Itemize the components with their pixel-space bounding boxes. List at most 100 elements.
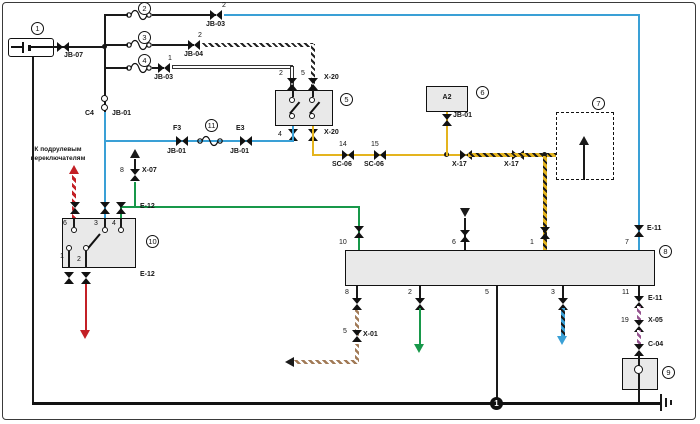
component-number-11: 11 (205, 119, 218, 132)
wire-fuse11-branch (104, 140, 294, 142)
wire-white-h (172, 65, 293, 69)
label-jb01: JB-01 (230, 148, 250, 155)
component-10-contact (73, 218, 75, 227)
connector-marker (415, 298, 425, 310)
component-5-contact (312, 90, 314, 97)
connector-marker (374, 150, 386, 160)
wire-stripe-yb-h (468, 153, 558, 157)
wire-stripe-rw (72, 175, 76, 218)
wire-a2-drop (446, 112, 448, 156)
offpage-arrow-down-icon (557, 336, 567, 345)
fuse-icon (126, 62, 152, 74)
component-7-box (556, 112, 614, 180)
connector-marker (81, 272, 91, 284)
pin-number: 5 (301, 70, 305, 77)
connector-marker (442, 114, 452, 126)
note-line2: переключателям (30, 155, 86, 162)
wire-stripe-brw-v2 (355, 344, 359, 362)
label-e12: E-12 (140, 203, 155, 210)
label-c04: C-04 (648, 341, 664, 348)
contact-point (102, 227, 108, 233)
connector-marker (460, 230, 470, 242)
component-10-contact (104, 218, 106, 227)
connector-marker (342, 150, 354, 160)
component-number-2: 2 (138, 2, 151, 15)
pin-number: 3 (94, 220, 98, 227)
battery-plate-long (22, 42, 24, 53)
wire-red-out (85, 284, 87, 330)
component-10-contact (120, 218, 122, 227)
fuse-icon (126, 39, 152, 51)
label-x20: X-20 (324, 129, 339, 136)
connector-marker (352, 330, 362, 342)
wire-stripe-bw-h (202, 43, 314, 47)
component-number-3: 3 (138, 31, 151, 44)
connector-marker (634, 320, 644, 332)
pin-number: 3 (551, 289, 555, 296)
wire-blue-top (224, 14, 640, 16)
contact-point (66, 245, 72, 251)
pin-number: 6 (452, 239, 456, 246)
contact-point (309, 113, 315, 119)
connector-marker (64, 272, 74, 284)
label-jb03: JB-03 (154, 74, 174, 81)
wire-x20-pin1 (312, 126, 314, 156)
inline-connector-icon (101, 95, 108, 102)
component-number-1: 1 (31, 22, 44, 35)
pin-number: 7 (625, 239, 629, 246)
component-number-10: 10 (146, 235, 159, 248)
pin-number: 1 (168, 55, 172, 62)
wire-pin5-ground (496, 286, 498, 404)
label-sc06: SC-06 (364, 161, 384, 168)
contact-point (289, 97, 295, 103)
pin-number: 1 (60, 253, 64, 260)
offpage-arrow-up-icon (130, 149, 140, 158)
label-x07: X-07 (142, 167, 157, 174)
wire-stripe-yb-v (543, 156, 547, 250)
label-e11: E-11 (647, 225, 662, 232)
offpage-arrow-down-icon (414, 344, 424, 353)
wire-stripe-blb (561, 308, 565, 336)
label-e11: E-11 (648, 295, 663, 302)
component-5-contact (292, 90, 294, 97)
wire-pin3-stub (562, 286, 564, 300)
battery-plate-short (28, 45, 31, 51)
connector-marker (352, 298, 362, 310)
connector-marker (540, 227, 550, 239)
label-jb01: JB-01 (453, 112, 473, 119)
pin-number: 4 (278, 131, 282, 138)
connector-marker (354, 226, 364, 238)
pin-number: 10 (339, 239, 347, 246)
connector-marker (176, 136, 188, 146)
component-9-contact (638, 358, 640, 366)
contact-point (118, 227, 124, 233)
wire-x20-pin4 (292, 126, 294, 142)
label-sc06: SC-06 (332, 161, 352, 168)
connector-marker (634, 225, 644, 237)
wire-green-out (419, 308, 421, 344)
pin-number: 2 (279, 70, 283, 77)
label-x17: X-17 (452, 161, 467, 168)
wire-green-stub (134, 182, 136, 208)
contact-point (83, 245, 89, 251)
label-e3: E3 (236, 125, 245, 132)
component-6-box (426, 86, 468, 112)
label-x17: X-17 (504, 161, 519, 168)
ground-node-badge: 1 (490, 397, 503, 410)
ground-icon (660, 394, 662, 411)
connector-marker (188, 40, 200, 50)
wire-x07-stub (134, 159, 136, 171)
contact-point (309, 97, 315, 103)
wire-fuse-feed (104, 14, 106, 112)
pin-number: 8 (345, 289, 349, 296)
ground-icon (665, 398, 667, 407)
wire-battery-ground (32, 57, 34, 404)
label-a2: A2 (442, 94, 452, 101)
pin-number: 11 (622, 289, 630, 296)
wire-component9-in (638, 352, 640, 358)
pin-number: 5 (343, 328, 347, 335)
contact-point (634, 365, 643, 374)
wire-fuse2-in (104, 14, 128, 16)
wire-stripe-bw-v (311, 44, 315, 90)
